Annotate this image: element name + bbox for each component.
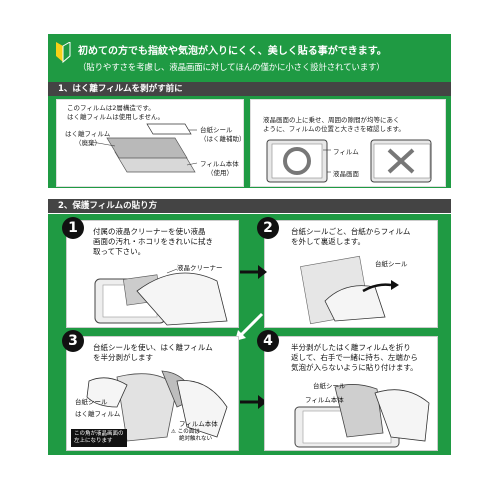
step-1-text-3: 取って下さい。 [93, 247, 146, 256]
no-touch-warning: ⚠ この面は 絶対触れない [171, 429, 212, 443]
step-2-text-2: を外して裏返します。 [291, 237, 366, 246]
warning-icon: ⚠ [171, 429, 176, 435]
label-film-body: フィルム本体 [200, 160, 239, 168]
step-4-text-2: 返して、右手で一緒に持ち、左端から [291, 353, 418, 362]
step-1-text-1: 付属の液晶クリーナーを使い液晶 [93, 227, 206, 236]
step-2-text-1: 台紙シールごと、台紙からフィルム [291, 227, 411, 236]
step-2-panel: 台紙シールごと、台紙からフィルム を外して裏返します。 台紙シール [264, 220, 438, 328]
step-4-label-tab: 台紙シール [313, 382, 346, 390]
label-tab-sticker: 台紙シール [200, 126, 233, 134]
label-tab-aid: （はく離補助） [200, 135, 246, 143]
step-4-text-3: 気泡が入らないように貼り付けます。 [291, 363, 418, 372]
step-3-panel: 台紙シールを使い、はく離フィルム を半分剥がします 台紙シール はく離フィルム … [66, 336, 239, 451]
no-touch-1: この面は [177, 429, 200, 435]
fit-example-illustration [266, 139, 432, 183]
label-peel-film: はく離フィルム [65, 130, 111, 138]
structure-intro-1: このフィルムは2層構造です。 [67, 104, 155, 112]
step-3-illustration [86, 370, 228, 442]
corner-warning: この角が液晶画面の 左上になります [71, 429, 127, 447]
corner-warning-2: 左上になります [74, 438, 113, 444]
step-4-label-film: フィルム本体 [305, 396, 344, 404]
structure-intro-2: はく離フィルムは使用しません。 [67, 113, 165, 121]
no-touch-2: 絶対触れない [179, 436, 213, 442]
label-film: フィルム [333, 148, 359, 156]
step-2-tab-label: 台紙シール [375, 260, 408, 268]
beginner-leaf-icon [56, 42, 71, 64]
step-2-illustration [300, 255, 399, 325]
step-4-text-1: 半分剥がしたはく離フィルムを折り [291, 343, 411, 352]
corner-warning-1: この角が液晶画面の [74, 431, 124, 437]
header-line-1: 初めての方でも指紋や気泡が入りにくく、美しく貼る事ができます。 [78, 46, 387, 57]
fit-text-2: ように、フィルムの位置と大きさを確認します。 [263, 125, 405, 133]
step-3-label-peel: はく離フィルム [75, 410, 121, 418]
fit-check-panel: 液晶画面の上に乗せ、周囲の隙間が均等にあく ように、フィルムの位置と大きさを確認… [250, 99, 446, 187]
header-banner: 初めての方でも指紋や気泡が入りにくく、美しく貼る事ができます。 （貼りやすさを考… [48, 34, 451, 82]
step-4-number: 4 [257, 330, 279, 352]
film-structure-panel: このフィルムは2層構造です。 はく離フィルムは使用しません。 はく離フィルム （… [56, 99, 246, 187]
header-line-2: （貼りやすさを考慮し、液晶画面に対してほんの僅かに小さく設計されています） [78, 63, 385, 73]
film-layers-illustration [91, 123, 198, 173]
step-1-number: 1 [62, 217, 84, 239]
fit-text-1: 液晶画面の上に乗せ、周囲の隙間が均等にあく [263, 116, 400, 124]
step-4-illustration [294, 384, 430, 448]
cross-ng-icon [387, 148, 415, 174]
arrow-right-icon [240, 265, 267, 279]
label-screen: 液晶画面 [333, 170, 359, 178]
step-2-number: 2 [257, 217, 279, 239]
step-3-number: 3 [62, 330, 84, 352]
section-2-title: 2、保護フィルムの貼り方 [48, 199, 451, 213]
step-4-panel: 半分剥がしたはく離フィルムを折り 返して、右手で一緒に持ち、左端から 気泡が入ら… [264, 336, 438, 451]
step-3-text-1: 台紙シールを使い、はく離フィルム [93, 343, 213, 352]
step-1-text-2: 画面の汚れ・ホコリをきれいに拭き [93, 237, 213, 246]
circle-ok-icon [283, 147, 311, 175]
step-1-illustration [94, 268, 228, 326]
step-3-label-film: フィルム本体 [179, 420, 218, 428]
step-3-text-2: を半分剥がします [93, 353, 153, 362]
step-3-label-tab: 台紙シール [75, 398, 108, 406]
cleaner-label: 液晶クリーナー [177, 264, 223, 272]
label-peel-discard: （廃棄） [75, 139, 101, 147]
arrow-right-icon-2 [240, 395, 267, 409]
label-film-use: （使用） [207, 169, 233, 177]
step-1-panel: 付属の液晶クリーナーを使い液晶 画面の汚れ・ホコリをきれいに拭き 取って下さい。… [66, 220, 239, 328]
section-1-title: 1、はく離フィルムを剥がす前に [48, 82, 451, 96]
